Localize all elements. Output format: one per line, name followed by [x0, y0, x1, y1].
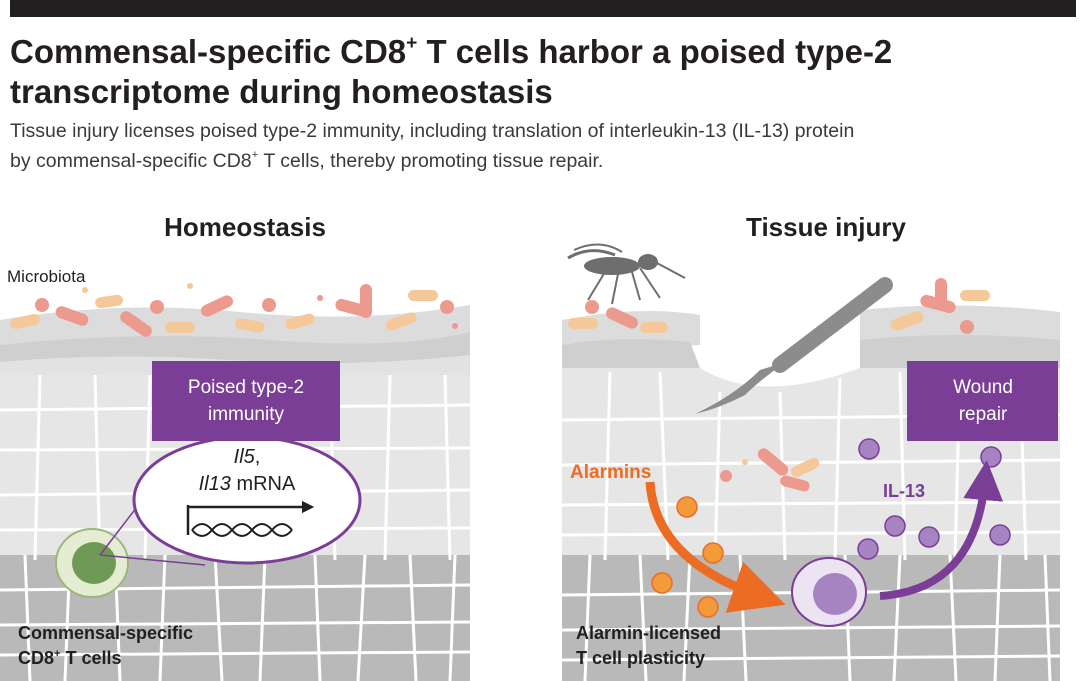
- il13-gene-label: Il13: [199, 473, 231, 495]
- mrna-word: mRNA: [231, 473, 296, 495]
- subtitle-line2-part-b: T cells, thereby promoting tissue repair…: [258, 150, 604, 172]
- plasticity-label-line1: Alarmin-licensed: [576, 623, 721, 643]
- cell-label-sup: +: [54, 648, 60, 660]
- dna-strand-icon: [186, 500, 315, 537]
- title-line1-part-b: T cells harbor a poised type-2: [417, 33, 893, 70]
- title-superscript: +: [406, 33, 418, 55]
- mosquito-icon: [567, 243, 686, 305]
- poised-box-line1: Poised type-2: [188, 377, 304, 398]
- microbiota-label: Microbiota: [7, 267, 86, 286]
- subtitle-line2-part-a: by commensal-specific CD8: [10, 150, 252, 172]
- left-microbiota: [10, 283, 458, 337]
- title-line1-part-a: Commensal-specific CD8: [10, 33, 407, 70]
- top-rule-bar: [10, 0, 1076, 17]
- plasticity-label-line2: T cell plasticity: [576, 648, 705, 668]
- wound-box-line1: Wound: [953, 377, 1013, 398]
- scalpel-icon: [695, 277, 893, 414]
- commensal-cd8-t-cell: [55, 528, 129, 598]
- wound-box-line2: repair: [959, 404, 1008, 425]
- wound-repair-box: [907, 361, 1058, 441]
- figure-title: Commensal-specific CD8+ T cells harbor a…: [10, 32, 1070, 112]
- poised-type2-box: [152, 361, 340, 441]
- title-line2: transcriptome during homeostasis: [10, 73, 553, 110]
- cell-label-tcells: T cells: [60, 648, 121, 668]
- tissue-injury-panel: [561, 243, 1061, 681]
- alarmin-molecules: [651, 496, 724, 618]
- il13-label: IL-13: [883, 481, 925, 501]
- alarmin-licensed-t-cell: [791, 557, 867, 627]
- il13-arrow: [879, 460, 1004, 600]
- cell-label-cd8: CD8: [18, 648, 54, 668]
- figure-subtitle: Tissue injury licenses poised type-2 imm…: [10, 116, 1070, 176]
- subtitle-line2: by commensal-specific CD8+ T cells, ther…: [10, 150, 603, 172]
- right-microbiota: [568, 278, 990, 492]
- homeostasis-heading: Homeostasis: [164, 212, 326, 242]
- homeostasis-panel: [0, 283, 471, 681]
- mrna-line2: Il13 mRNA: [199, 473, 296, 495]
- subtitle-line1: Tissue injury licenses poised type-2 imm…: [10, 120, 855, 142]
- tissue-injury-heading: Tissue injury: [746, 212, 906, 242]
- alarmin-arrow: [645, 481, 786, 613]
- subtitle-superscript: +: [251, 149, 259, 162]
- il5-comma: ,: [255, 446, 261, 468]
- poised-box-line2: immunity: [208, 404, 285, 425]
- cell-label-line2: CD8+ T cells: [18, 648, 121, 668]
- il13-molecules: [857, 438, 1011, 560]
- title-line1: Commensal-specific CD8+ T cells harbor a…: [10, 33, 892, 70]
- mrna-line1: Il5,: [234, 446, 261, 468]
- cell-label-line1: Commensal-specific: [18, 623, 193, 643]
- alarmins-label: Alarmins: [570, 462, 651, 483]
- il5-gene-label: Il5: [234, 446, 256, 468]
